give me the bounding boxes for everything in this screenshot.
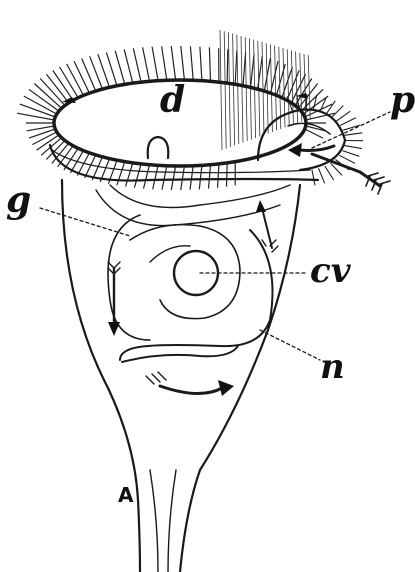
disc-wall-hatch — [233, 34, 235, 146]
vestibule-cilium — [340, 118, 356, 126]
label-g: g — [6, 179, 31, 221]
cilium — [227, 163, 228, 187]
flow-arrowhead-down — [108, 322, 120, 336]
cilium — [126, 163, 133, 187]
cilium — [162, 46, 167, 80]
vestibule-inner — [288, 123, 330, 134]
cilium — [209, 165, 211, 189]
label-n: n — [320, 347, 345, 387]
cilium — [190, 46, 193, 80]
cilium — [171, 166, 175, 190]
cilium — [29, 129, 55, 138]
disc-wall-hatch — [228, 32, 230, 147]
cilium — [199, 165, 202, 189]
cilium — [162, 166, 167, 190]
disc-wall-hatch — [224, 31, 226, 148]
cilium — [190, 166, 193, 190]
disc-process — [148, 137, 169, 158]
leader-n — [260, 330, 320, 360]
cilium — [82, 59, 96, 92]
cilium — [209, 47, 210, 81]
disc-wall-hatch — [275, 46, 277, 131]
cilium — [58, 146, 74, 167]
cilium — [291, 74, 305, 103]
vestibule-cilium — [336, 111, 350, 121]
body-outline-right — [180, 185, 300, 572]
disc-wall-hatch — [296, 52, 298, 123]
cilium — [153, 165, 158, 189]
disc-wall-hatch — [245, 37, 247, 141]
cilium — [227, 49, 228, 83]
circulation-loop-middle — [130, 225, 240, 319]
cilium — [117, 162, 125, 186]
cilium — [143, 47, 150, 81]
cilium — [200, 47, 202, 81]
body-outline-left — [62, 180, 140, 572]
vestibule-cilium — [319, 168, 325, 183]
vestibule-arrow — [300, 146, 334, 151]
cilium — [106, 52, 117, 85]
flow-arrowhead-up — [256, 200, 266, 212]
cilium — [171, 46, 175, 80]
cilium — [67, 64, 84, 96]
cilium — [115, 51, 125, 85]
vestibule-cilium — [339, 155, 355, 163]
cilium — [74, 61, 89, 93]
label-a: A — [118, 483, 134, 507]
label-p: p — [390, 79, 415, 121]
vestibule-cilium — [326, 101, 335, 115]
cilium — [134, 164, 141, 188]
stalk-right — [168, 470, 176, 572]
vestibule-cilium — [345, 133, 363, 136]
cilium — [124, 49, 133, 83]
disc-wall-hatch — [237, 35, 239, 144]
disc-wall-hatch — [241, 36, 243, 143]
vestibule-cilium — [332, 106, 344, 118]
cilium — [181, 166, 185, 190]
vestibule-cilium — [344, 146, 362, 149]
cilium — [27, 126, 55, 131]
label-cv: cv — [310, 251, 352, 291]
flow-arrowhead-bottom — [218, 380, 234, 396]
disc-wall-hatch — [266, 43, 268, 133]
flow-arrow-bottom — [160, 386, 222, 394]
cilium — [144, 165, 150, 189]
disc-wall-hatch — [262, 42, 264, 135]
cilium — [152, 47, 158, 81]
cilium — [181, 46, 185, 80]
nucleus-band-lower — [122, 346, 238, 362]
disc-wall-hatch — [220, 30, 222, 150]
cilium — [251, 54, 255, 87]
cilium — [235, 51, 237, 85]
vestibule-cilium — [342, 151, 359, 157]
label-d: d — [160, 79, 185, 121]
stalk-left — [150, 470, 158, 572]
vestibule-cilium — [312, 170, 315, 186]
feathered-tail-bottom — [146, 372, 166, 384]
cilium — [305, 129, 323, 138]
cilium — [133, 48, 141, 82]
vestibule-cilium — [325, 166, 334, 180]
cilium — [218, 164, 219, 188]
